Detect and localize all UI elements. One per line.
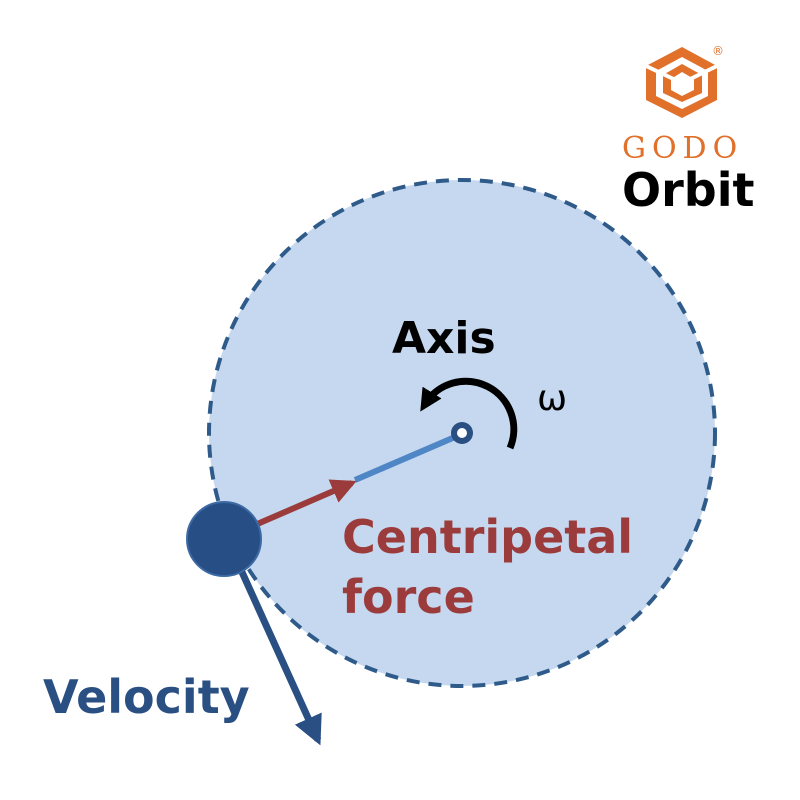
- axis-center-hole: [457, 428, 467, 438]
- velocity-arrow: [228, 548, 322, 746]
- axis-label: Axis: [392, 313, 496, 364]
- omega-label: ω: [537, 378, 567, 419]
- registered-mark: ®: [712, 44, 724, 58]
- logo-product-text: Orbit: [622, 163, 754, 217]
- centripetal-force-arrow: [253, 479, 357, 528]
- godo-logo-mark-icon: [645, 47, 718, 118]
- godo-logo: ® GODO Orbit: [622, 44, 754, 217]
- rotation-arrow-icon: [420, 377, 518, 450]
- orbiting-body: [186, 501, 262, 577]
- centripetal-label-line2: force: [342, 570, 475, 624]
- logo-brand-text: GODO: [622, 131, 743, 166]
- centripetal-label-line1: Centripetal: [342, 510, 633, 564]
- velocity-label: Velocity: [43, 670, 250, 724]
- radius-line: [353, 434, 457, 483]
